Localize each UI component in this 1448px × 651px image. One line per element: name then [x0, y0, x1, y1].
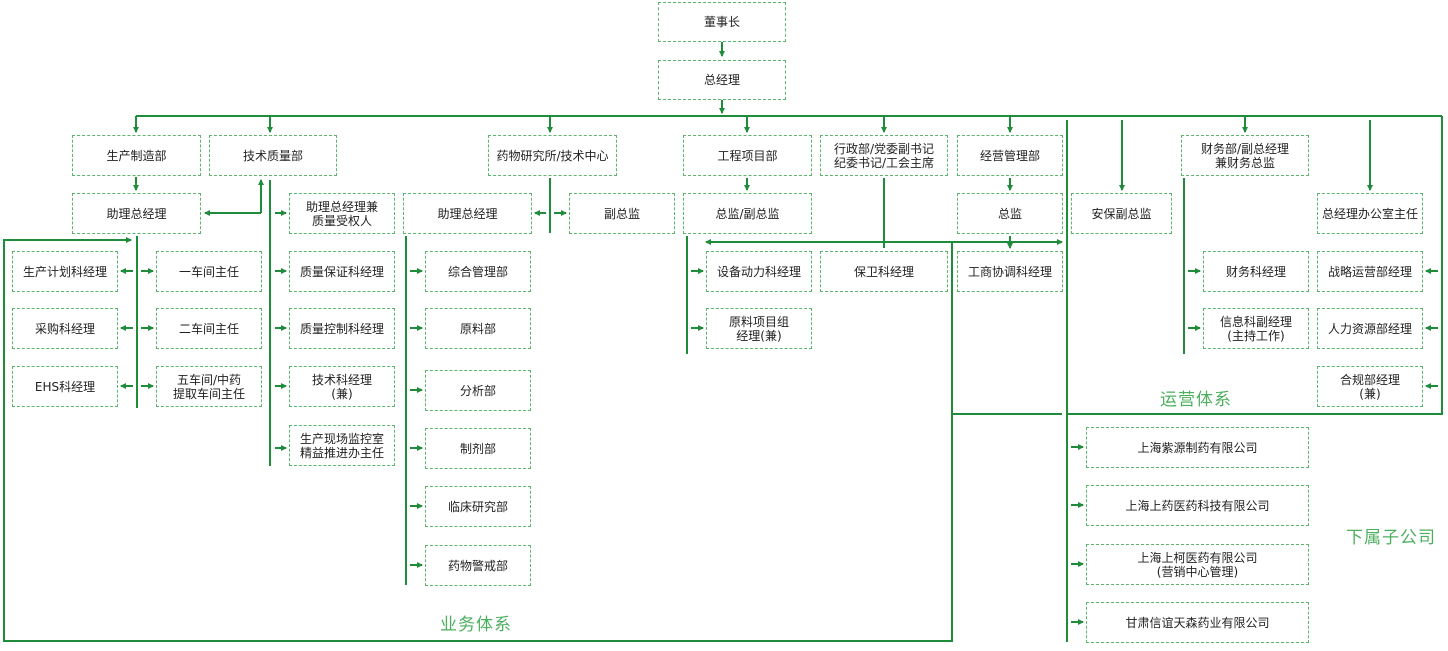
node-monitoring: 生产现场监控室 精益推进办主任 — [289, 425, 395, 466]
node-business-coord: 工商协调科经理 — [957, 251, 1063, 292]
node-eng-director: 总监/副总监 — [683, 193, 812, 234]
node-info-section: 信息科副经理 (主持工作) — [1203, 308, 1309, 349]
node-guard: 保卫科经理 — [820, 251, 948, 292]
node-security-deputy: 安保副总监 — [1071, 193, 1172, 234]
node-strategy: 战略运营部经理 — [1317, 251, 1423, 292]
node-clinical: 临床研究部 — [425, 486, 531, 527]
node-subsidiary-1: 上海紫源制药有限公司 — [1086, 427, 1309, 468]
node-raw-project: 原料项目组 经理(兼) — [706, 308, 812, 349]
node-ehs: EHS科经理 — [12, 366, 118, 407]
node-research-asst-gm: 助理总经理 — [403, 193, 532, 234]
node-qa: 质量保证科经理 — [289, 251, 395, 292]
node-subsidiary-3: 上海上柯医药有限公司 (营销中心管理) — [1086, 544, 1309, 585]
node-finance-section: 财务科经理 — [1203, 251, 1309, 292]
node-gm-office: 总经理办公室主任 — [1317, 193, 1423, 234]
region-label-operations: 运营体系 — [1160, 390, 1232, 410]
node-engineering-dept: 工程项目部 — [683, 135, 812, 176]
node-analysis: 分析部 — [425, 370, 531, 411]
node-workshop-1: 一车间主任 — [156, 251, 262, 292]
node-tech-section: 技术科经理 (兼) — [289, 366, 395, 407]
node-workshop-2: 二车间主任 — [156, 308, 262, 349]
node-raw-material: 原料部 — [425, 308, 531, 349]
node-hr: 人力资源部经理 — [1317, 308, 1423, 349]
node-ops-director: 总监 — [957, 193, 1063, 234]
node-finance-dept: 财务部/副总经理 兼财务总监 — [1181, 135, 1309, 176]
node-purchase: 采购科经理 — [12, 308, 118, 349]
node-subsidiary-4: 甘肃信谊天森药业有限公司 — [1086, 602, 1309, 643]
node-compliance: 合规部经理 (兼) — [1317, 366, 1423, 407]
node-tech-quality-dept: 技术质量部 — [209, 135, 337, 176]
node-subsidiary-2: 上海上药医药科技有限公司 — [1086, 485, 1309, 526]
node-workshop-5: 五车间/中药 提取车间主任 — [156, 366, 262, 407]
node-equipment: 设备动力科经理 — [706, 251, 812, 292]
node-production-dept: 生产制造部 — [72, 135, 201, 176]
node-operations-mgmt: 经营管理部 — [957, 135, 1063, 176]
node-general-manager: 总经理 — [658, 60, 786, 100]
node-formulation: 制剂部 — [425, 428, 531, 469]
node-tq-asst-gm: 助理总经理兼 质量受权人 — [289, 193, 395, 234]
node-prod-plan: 生产计划科经理 — [12, 251, 118, 292]
node-pharmacovigilance: 药物警戒部 — [425, 545, 531, 586]
node-general-mgmt: 综合管理部 — [425, 251, 531, 292]
node-qc: 质量控制科经理 — [289, 308, 395, 349]
region-label-business: 业务体系 — [440, 615, 512, 635]
node-prod-asst-gm: 助理总经理 — [72, 193, 201, 234]
region-label-subsidiaries: 下属子公司 — [1346, 528, 1436, 548]
node-admin-dept: 行政部/党委副书记 纪委书记/工会主席 — [820, 135, 948, 176]
node-chairman: 董事长 — [658, 2, 786, 42]
node-pharma-research: 药物研究所/技术中心 — [488, 135, 617, 176]
node-research-deputy-director: 副总监 — [569, 193, 675, 234]
